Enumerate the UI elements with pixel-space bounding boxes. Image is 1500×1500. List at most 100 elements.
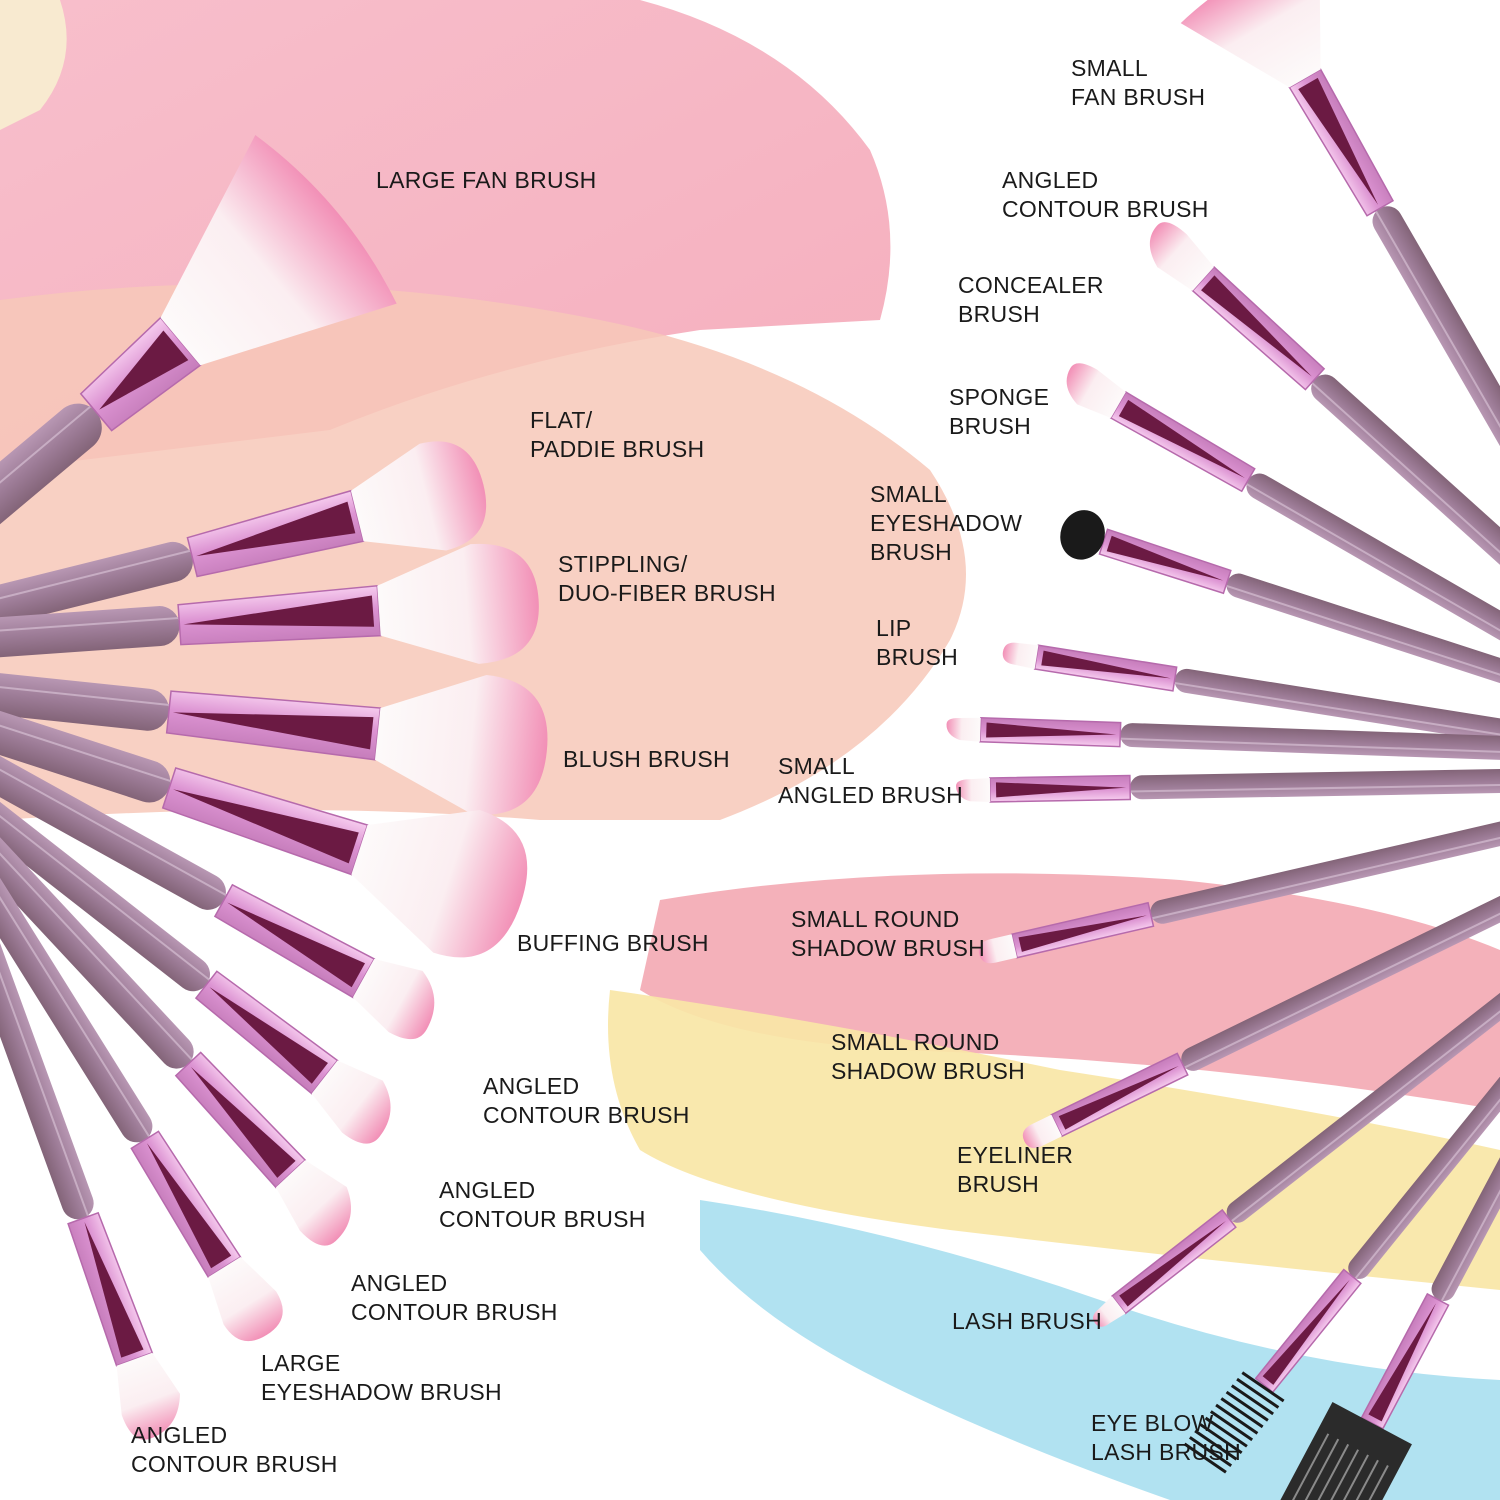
- small-eyeshadow-brush: [1002, 642, 1500, 751]
- eye-blow-lash-brush: [1276, 1068, 1500, 1500]
- label-line: FLAT/: [530, 407, 593, 433]
- sponge-brush: [1060, 510, 1500, 699]
- angled-contour-brush-3: [0, 825, 351, 1246]
- label-small-fan-brush: SMALL FAN BRUSH: [1071, 54, 1205, 112]
- label-line: LARGE: [261, 1350, 341, 1376]
- blue-swatch: [700, 1200, 1500, 1500]
- small-angled-brush: [956, 768, 1500, 803]
- label-small-angled-brush: SMALL ANGLED BRUSH: [778, 752, 963, 810]
- label-line: BRUSH: [957, 1171, 1040, 1197]
- label-line: CONTOUR BRUSH: [351, 1299, 558, 1325]
- handle-highlight: [0, 549, 191, 615]
- comb-teeth: [1285, 1433, 1389, 1500]
- ferrule-accent: [1041, 650, 1171, 679]
- handle-highlight: [1120, 737, 1500, 755]
- brush-bristles: [978, 934, 1018, 964]
- comb-tooth: [1324, 1454, 1369, 1500]
- ferrule-accent: [172, 712, 374, 750]
- label-line: PADDIE BRUSH: [530, 436, 705, 462]
- brush-bristles: [208, 1256, 283, 1342]
- right-brush-fan: [946, 0, 1500, 1500]
- ferrule-accent: [190, 1066, 296, 1178]
- label-line: STIPPLING/: [558, 551, 688, 577]
- handle-highlight: [1174, 681, 1500, 745]
- brush-handle: [1226, 955, 1500, 1223]
- label-line: SHADOW BRUSH: [831, 1058, 1026, 1084]
- label-line: ANGLED: [1002, 167, 1099, 193]
- handle-highlight: [1245, 482, 1500, 665]
- left-brush-fan: [0, 135, 548, 1440]
- label-line: CONTOUR BRUSH: [439, 1206, 646, 1232]
- label-line: CONTOUR BRUSH: [1002, 196, 1209, 222]
- small-fan-brush: [1180, 0, 1500, 523]
- ferrule-accent: [986, 722, 1117, 738]
- brush-handle: [1311, 374, 1500, 605]
- concealer-brush: [1066, 363, 1500, 667]
- label-line: LARGE FAN BRUSH: [376, 167, 597, 193]
- label-blush-brush: BLUSH BRUSH: [563, 745, 730, 774]
- brush-bristles: [956, 777, 991, 802]
- label-line: CONTOUR BRUSH: [131, 1451, 338, 1477]
- ferrule-accent: [227, 902, 365, 988]
- stippling-brush: [0, 543, 539, 664]
- label-line: SMALL: [870, 481, 947, 507]
- brush-handle: [0, 606, 180, 659]
- label-line: EYE BLOW: [1091, 1410, 1214, 1436]
- label-line: FAN BRUSH: [1071, 84, 1206, 110]
- angled-contour-brush-2: [0, 793, 391, 1144]
- handle-highlight: [1440, 1071, 1500, 1302]
- brush-bristles: [116, 1352, 180, 1440]
- brush-handle: [1130, 768, 1500, 800]
- brush-handle: [0, 403, 102, 569]
- handle-highlight: [1230, 962, 1500, 1223]
- handle-highlight: [0, 617, 180, 635]
- handle-highlight: [1374, 210, 1500, 523]
- fan-bristles: [160, 135, 397, 366]
- spoolie-bristle: [1183, 1442, 1227, 1474]
- large-eyeshadow-brush: [0, 856, 283, 1342]
- spoolie-bristle: [1188, 1436, 1233, 1467]
- comb-tooth: [1295, 1438, 1340, 1500]
- brush-bristles: [1093, 1296, 1126, 1327]
- spoolie-bristle: [1236, 1377, 1280, 1409]
- label-line: ANGLED BRUSH: [778, 782, 964, 808]
- spoolie-bristle: [1199, 1423, 1243, 1455]
- ferrule-accent: [1368, 1303, 1437, 1422]
- brush-bristles: [350, 441, 487, 551]
- handle-highlight: [1130, 782, 1500, 793]
- brush-handle: [1181, 873, 1500, 1071]
- brush-bristles: [311, 1060, 391, 1144]
- label-line: SMALL: [778, 753, 855, 779]
- label-lash-brush: LASH BRUSH: [952, 1307, 1102, 1336]
- brush-handle: [0, 857, 153, 1143]
- lash-brush: [1183, 1017, 1500, 1474]
- spoolie-bristles: [1183, 1371, 1285, 1474]
- label-line: BLUSH BRUSH: [563, 746, 730, 772]
- eyeliner-brush: [1093, 955, 1500, 1327]
- label-line: BUFFING BRUSH: [517, 930, 709, 956]
- ferrule-accent: [1262, 1279, 1350, 1385]
- label-line: ANGLED: [483, 1073, 580, 1099]
- ferrule-accent: [1119, 1221, 1226, 1307]
- spoolie-bristle: [1241, 1371, 1285, 1403]
- label-line: BRUSH: [949, 413, 1032, 439]
- label-stippling-brush: STIPPLING/DUO-FIBER BRUSH: [558, 550, 776, 608]
- small-round-shadow-brush-2: [1022, 873, 1500, 1149]
- rose-swatch: [640, 873, 1500, 1110]
- label-line: SMALL: [1071, 55, 1148, 81]
- brush-bristles: [374, 674, 548, 815]
- brush-handle: [1348, 1017, 1500, 1279]
- spoolie-bristle: [1194, 1429, 1238, 1461]
- ferrule-accent: [146, 1143, 232, 1269]
- label-line: LASH BRUSH: [1091, 1439, 1241, 1465]
- brush-bristles: [946, 717, 981, 742]
- label-line: SHADOW BRUSH: [791, 935, 986, 961]
